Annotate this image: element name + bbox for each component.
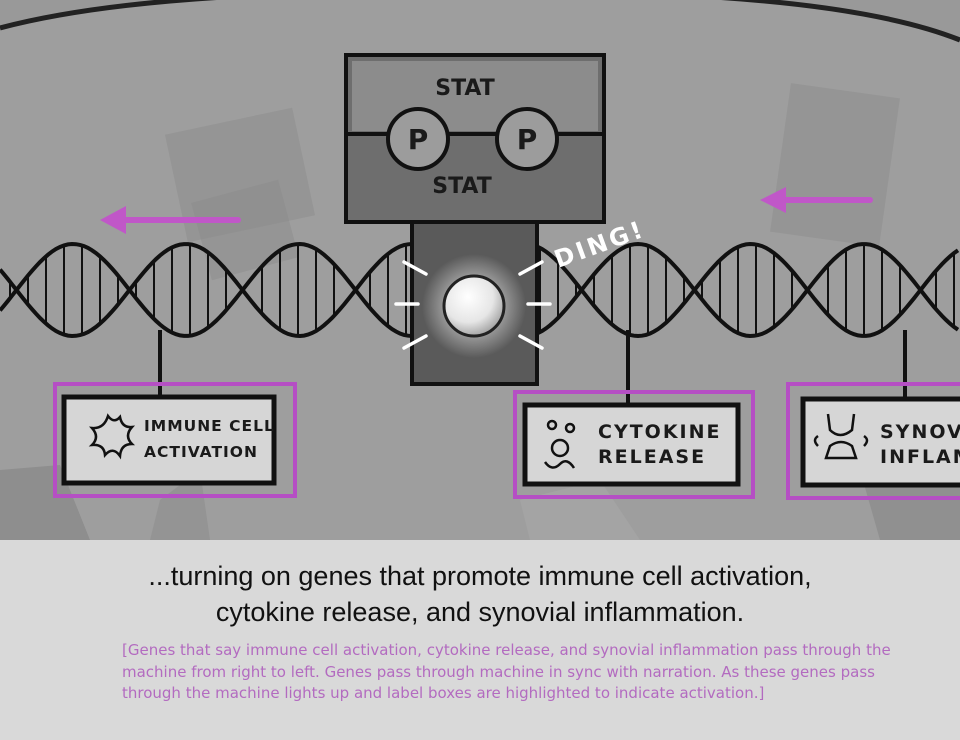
- gene-label-line2: INFLAM: [880, 446, 960, 468]
- phosphate-right-label: P: [517, 123, 538, 156]
- joint-icon: [813, 413, 869, 460]
- label-card: [522, 402, 741, 487]
- gene-label-immune-cell-activation: IMMUNE CELL ACTIVATION: [53, 382, 297, 498]
- narration-line-2: cytokine release, and synovial inflammat…: [215, 597, 745, 627]
- highlight-box: [786, 382, 960, 500]
- right-arrow-icon: [760, 187, 873, 213]
- gene-label-line1: IMMUNE CELL: [144, 417, 275, 435]
- cell-membrane: [0, 0, 960, 43]
- phosphate-right-icon: [495, 107, 559, 171]
- stat-machine: STAT STAT P P: [344, 53, 606, 386]
- gene-label-line1: CYTOKINE: [598, 421, 722, 443]
- light-rays-icon: [394, 260, 552, 350]
- narration-line-1: ...turning on genes that promote immune …: [148, 561, 812, 591]
- light-bulb-icon: [442, 274, 506, 338]
- gene-label-line2: RELEASE: [598, 446, 706, 468]
- gene-label-line2: ACTIVATION: [144, 443, 258, 461]
- gene-label-cytokine-release: CYTOKINE RELEASE: [513, 390, 755, 499]
- bg-shape: [150, 470, 210, 540]
- stat-top-label: STAT: [435, 76, 494, 101]
- burst-icon: [88, 413, 136, 460]
- left-arrow-icon: [100, 206, 241, 234]
- bg-shape: [770, 83, 900, 247]
- cytokine-dots-icon: [543, 419, 576, 469]
- highlight-box: [513, 390, 755, 499]
- label-card: [61, 394, 277, 486]
- narration-text: ...turning on genes that promote immune …: [40, 558, 920, 630]
- stage-direction-note: [Genes that say immune cell activation, …: [122, 641, 891, 702]
- caption-panel: ...turning on genes that promote immune …: [0, 540, 960, 740]
- phosphate-left-label: P: [408, 123, 429, 156]
- phosphate-left-icon: [386, 107, 450, 171]
- label-card: [800, 396, 960, 488]
- highlight-box: [53, 382, 297, 498]
- dna-base-pairs: [9, 244, 955, 336]
- dna-double-helix: [0, 241, 960, 339]
- dna-strand: [0, 241, 960, 339]
- scene-illustration: STAT STAT P P DING! IMMUNE CELL ACTIVATI…: [0, 0, 960, 540]
- stat-bottom-label: STAT: [432, 174, 491, 199]
- dna-strand: [0, 241, 960, 339]
